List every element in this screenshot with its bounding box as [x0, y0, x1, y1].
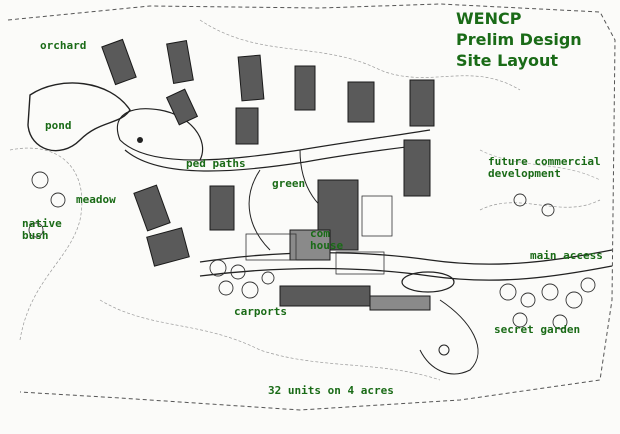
unit-summary: 32 units on 4 acres — [268, 384, 394, 397]
label-ped-paths: ped paths — [186, 157, 246, 170]
label-native-bush: native bush — [22, 218, 62, 242]
common-house-wing — [289, 229, 331, 261]
site-boundary — [7, 3, 616, 411]
roundabout — [401, 271, 455, 293]
label-orchard: orchard — [40, 39, 87, 52]
ped-path — [124, 143, 431, 172]
carport-row — [279, 285, 371, 307]
label-line: development — [488, 167, 561, 180]
label-future-commercial: future commercial development — [488, 156, 601, 180]
unit-building — [101, 38, 137, 86]
label-line: com — [310, 227, 330, 240]
label-line: bush — [22, 229, 49, 242]
unit-building — [347, 81, 375, 123]
label-line: house — [310, 239, 344, 252]
unit-building — [146, 227, 190, 267]
label-meadow: meadow — [76, 193, 116, 206]
unit-building — [133, 184, 171, 232]
title-line: WENCP — [456, 9, 522, 28]
title-line: Site Layout — [456, 51, 559, 70]
unit-building — [294, 65, 316, 111]
tree-group — [28, 171, 596, 330]
contour-line — [9, 147, 83, 341]
ped-path — [248, 169, 271, 251]
unit-building — [166, 39, 194, 85]
label-line: native — [22, 217, 62, 230]
contour-line — [199, 19, 521, 91]
contour-line — [479, 199, 601, 211]
label-common-house: com house — [310, 228, 343, 252]
label-main-access: main access — [530, 249, 603, 262]
plan-title: WENCP Prelim Design Site Layout — [456, 8, 582, 71]
contour-line — [479, 149, 601, 181]
loop-road — [116, 108, 204, 161]
unit-building — [209, 185, 235, 231]
contour-line — [99, 299, 441, 381]
garden-path — [419, 299, 479, 375]
pond-shape — [27, 82, 131, 152]
site-marker — [438, 344, 450, 356]
label-line: future commercial — [488, 155, 601, 168]
unit-building — [165, 88, 199, 126]
main-access-road — [199, 265, 613, 281]
label-secret-garden: secret garden — [494, 323, 581, 336]
title-line: Prelim Design — [456, 30, 582, 49]
unit-building — [237, 54, 265, 102]
label-pond: pond — [45, 119, 72, 132]
carport-row — [369, 295, 431, 311]
ped-path — [119, 129, 431, 161]
unit-building — [403, 139, 431, 197]
unit-building — [235, 107, 259, 145]
site-marker — [137, 137, 143, 143]
label-carports: carports — [234, 305, 287, 318]
unit-building — [409, 79, 435, 127]
main-access-road — [199, 249, 613, 265]
label-green: green — [272, 177, 306, 190]
parking-strip — [245, 195, 393, 275]
